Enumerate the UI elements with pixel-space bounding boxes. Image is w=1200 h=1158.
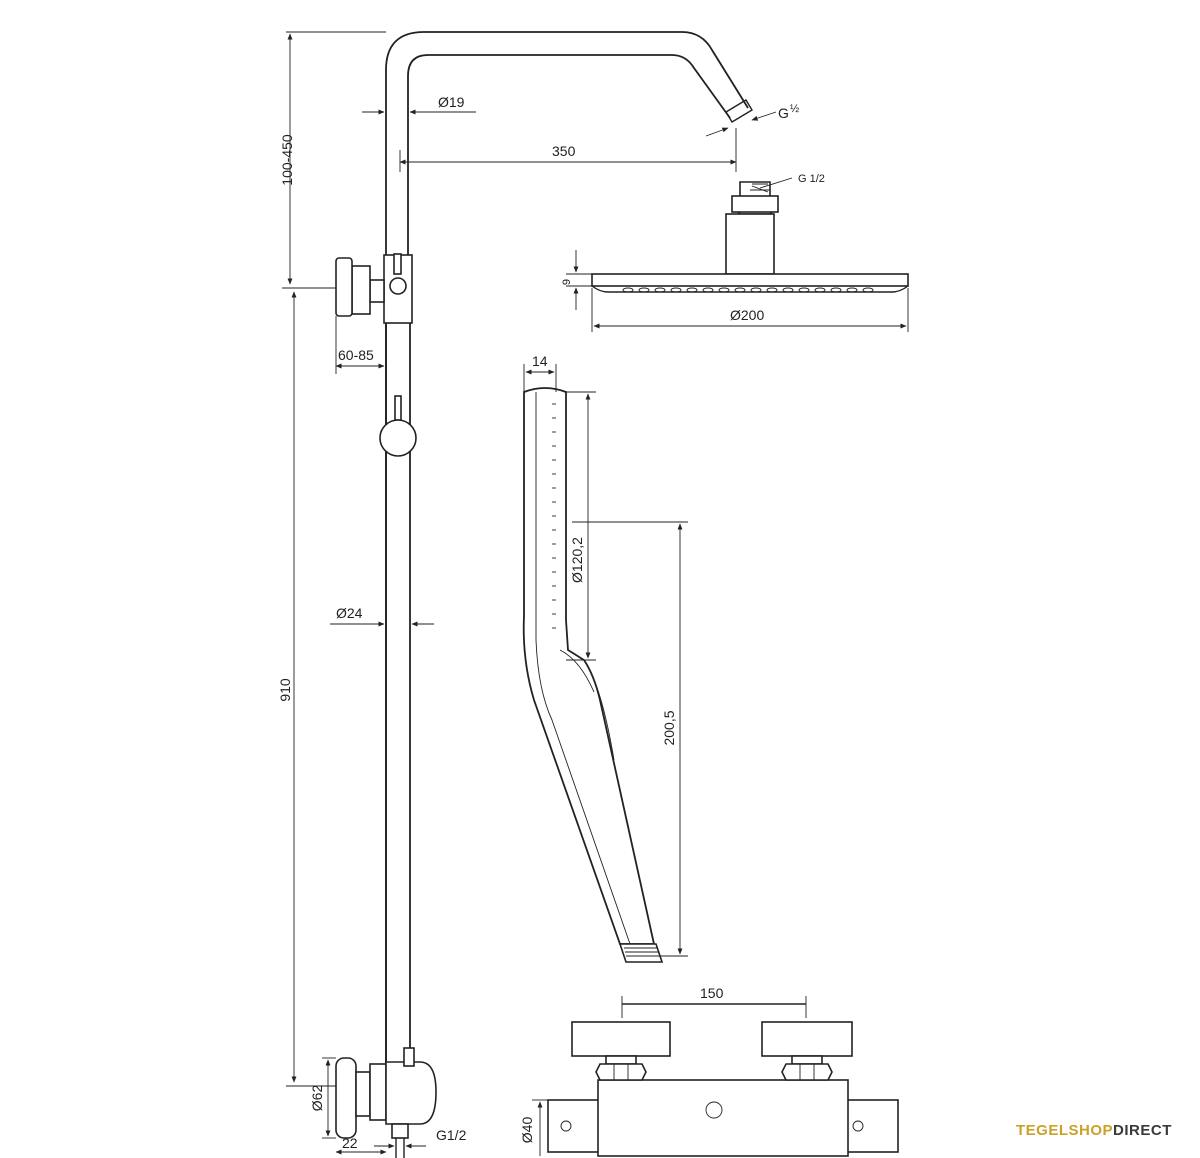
brand-logo: TEGELSHOPDIRECT bbox=[1016, 1122, 1172, 1139]
dim-arm-diameter: Ø19 bbox=[362, 94, 476, 115]
dim-inlet-thread: G1/2 bbox=[374, 1127, 467, 1149]
dim-head-diameter-label: Ø200 bbox=[730, 307, 764, 323]
dim-hand-shower-length-label: 200,5 bbox=[661, 710, 677, 745]
arm-outlet-nipple bbox=[725, 99, 753, 123]
dim-rail-length-label: 910 bbox=[277, 678, 293, 702]
dim-head-connector-thread-label: G 1/2 bbox=[798, 173, 825, 185]
diverter-bracket bbox=[335, 253, 413, 324]
head-nozzles bbox=[622, 287, 874, 293]
dim-arm-diameter-label: Ø19 bbox=[438, 94, 465, 110]
shower-column bbox=[385, 31, 753, 1070]
shower-arm-inner bbox=[407, 54, 731, 255]
hand-shower bbox=[522, 387, 664, 963]
brand-logo-part3: DIRECT bbox=[1113, 1122, 1172, 1139]
dim-hand-shower-head: Ø120,2 bbox=[566, 391, 596, 661]
mixer-front-view bbox=[547, 1021, 899, 1157]
head-shower bbox=[591, 181, 909, 293]
dim-head-thickness: 9 bbox=[561, 250, 592, 310]
dim-arm-length-label: 350 bbox=[552, 143, 576, 159]
dim-outlet-thread-letter: G bbox=[778, 105, 789, 121]
dim-hand-shower-width-label: 14 bbox=[532, 353, 548, 369]
dim-hand-shower-head-label: Ø120,2 bbox=[569, 537, 585, 583]
dim-hand-shower-width: 14 bbox=[523, 353, 557, 392]
dim-arm-height-label: 100-450 bbox=[279, 134, 295, 186]
hand-shower-nozzles bbox=[552, 403, 556, 629]
dim-outlet-thread: G ½ bbox=[705, 103, 799, 137]
dim-mixer-depth: Ø40 bbox=[519, 1099, 548, 1156]
dim-mixer-centers: 150 bbox=[621, 985, 807, 1018]
dim-bottom-offset-label: 22 bbox=[342, 1135, 358, 1151]
dim-hand-shower-length: 200,5 bbox=[572, 521, 688, 957]
dim-head-thickness-label: 9 bbox=[561, 279, 573, 285]
dim-rail-diameter-label: Ø24 bbox=[336, 605, 363, 621]
dim-bottom-offset: 22 bbox=[335, 1135, 387, 1155]
brand-logo-part1: TEGEL bbox=[1016, 1122, 1069, 1139]
dim-knob-diameter: Ø62 bbox=[309, 1057, 336, 1139]
dim-wall-distance: 60-85 bbox=[335, 316, 385, 374]
dim-wall-distance-label: 60-85 bbox=[338, 347, 374, 363]
dim-knob-diameter-label: Ø62 bbox=[309, 1085, 325, 1112]
dim-arm-height: 100-450 bbox=[279, 31, 386, 289]
dim-rail-diameter: Ø24 bbox=[330, 605, 434, 627]
dim-inlet-thread-label: G1/2 bbox=[436, 1127, 467, 1143]
dim-head-connector-thread: G 1/2 bbox=[759, 173, 825, 189]
mixer-side-view bbox=[335, 1047, 437, 1158]
dim-outlet-thread-fraction: ½ bbox=[790, 103, 799, 115]
dim-rail-length: 910 bbox=[277, 291, 336, 1087]
shower-arm-outer bbox=[385, 31, 749, 1070]
dim-arm-length: 350 bbox=[399, 128, 737, 172]
slide-holder bbox=[379, 395, 417, 457]
dim-mixer-depth-label: Ø40 bbox=[519, 1117, 535, 1144]
dim-head-diameter: Ø200 bbox=[591, 288, 909, 332]
dim-mixer-centers-label: 150 bbox=[700, 985, 724, 1001]
brand-logo-part2: SHOP bbox=[1068, 1122, 1114, 1139]
